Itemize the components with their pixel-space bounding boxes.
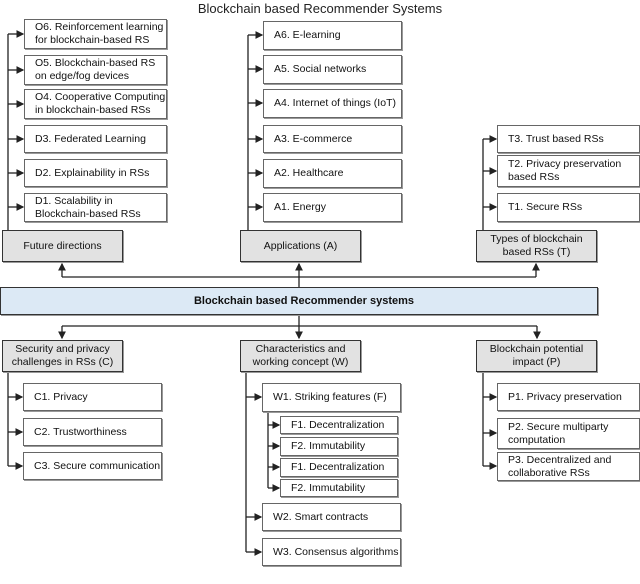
type-item: T2. Privacy preservation based RSs (497, 155, 640, 187)
feature-item: F2. Immutability (280, 437, 398, 456)
future-directions-category: Future directions (2, 230, 123, 262)
future-item: O5. Blockchain-based RS on edge/fog devi… (24, 55, 167, 85)
impact-item: P3. Decentralized and collaborative RSs (497, 452, 640, 481)
application-item: A5. Social networks (263, 55, 402, 84)
types-category: Types of blockchain based RSs (T) (476, 230, 597, 262)
diagram-title: Blockchain based Recommender Systems (197, 1, 443, 16)
impact-category: Blockchain potential impact (P) (476, 340, 597, 372)
w2-smart-contracts: W2. Smart contracts (262, 503, 401, 531)
security-category: Security and privacy challenges in RSs (… (2, 340, 123, 372)
w3-consensus: W3. Consensus algorithms (262, 538, 401, 566)
application-item: A4. Internet of things (IoT) (263, 89, 402, 118)
security-item: C3. Secure communication (23, 452, 162, 480)
security-item: C1. Privacy (23, 383, 162, 411)
feature-item: F1. Decentralization (280, 416, 398, 434)
application-item: A6. E-learning (263, 21, 402, 50)
security-item: C2. Trustworthiness (23, 418, 162, 446)
feature-item: F2. Immutability (280, 479, 398, 497)
impact-item: P2. Secure multiparty computation (497, 418, 640, 449)
application-item: A2. Healthcare (263, 159, 402, 188)
type-item: T1. Secure RSs (497, 193, 640, 222)
future-item: O6. Reinforcement learning for blockchai… (24, 19, 167, 49)
future-item: D2. Explainability in RSs (24, 159, 167, 187)
future-item: O4. Cooperative Computing in blockchain-… (24, 89, 167, 119)
application-item: A3. E-commerce (263, 125, 402, 153)
w1-striking-features: W1. Striking features (F) (262, 383, 401, 412)
future-item: D3. Federated Learning (24, 125, 167, 153)
future-item: D1. Scalability in Blockchain-based RSs (24, 193, 167, 222)
impact-item: P1. Privacy preservation (497, 383, 640, 411)
application-item: A1. Energy (263, 193, 402, 222)
applications-category: Applications (A) (240, 230, 361, 262)
main-topic: Blockchain based Recommender systems (0, 287, 598, 315)
characteristics-category: Characteristics and working concept (W) (240, 340, 361, 372)
type-item: T3. Trust based RSs (497, 125, 640, 153)
feature-item: F1. Decentralization (280, 458, 398, 477)
